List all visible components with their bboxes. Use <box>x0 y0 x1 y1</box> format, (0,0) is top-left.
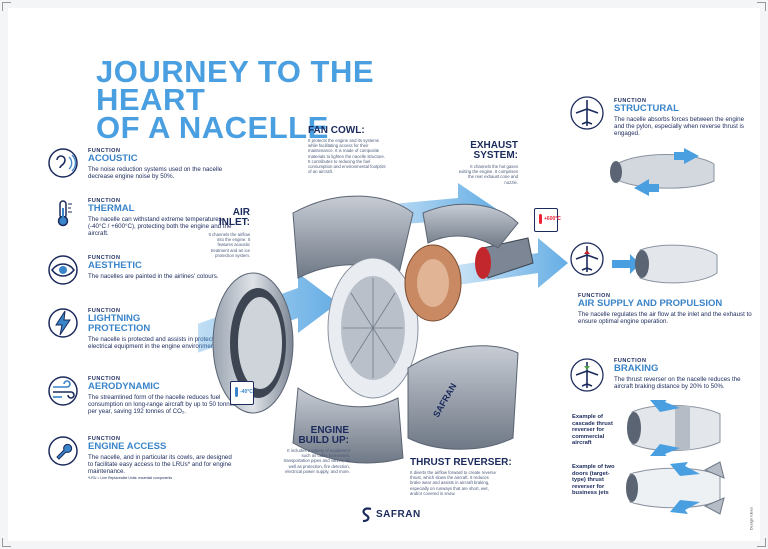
function-desc: The streamlined form of the nacelle redu… <box>88 394 237 415</box>
exhaust-system-title: EXHAUST SYSTEM: <box>470 140 518 161</box>
function-desc: The nacelle regulates the air flow at th… <box>578 311 752 325</box>
crop-mark-top-left <box>2 2 11 11</box>
function-desc: The nacelle is protected and assists in … <box>88 336 222 350</box>
function-label: FUNCTION <box>88 308 121 314</box>
hot-temperature-value: +600°C <box>544 216 561 222</box>
thrust-reverser-upper <box>422 203 519 249</box>
function-name: THERMAL <box>88 203 135 214</box>
function-name: STRUCTURAL <box>614 103 679 114</box>
function-desc: The thrust reverser on the nacelle reduc… <box>614 376 741 390</box>
function-braking: FUNCTION BRAKING The thrust reverser on … <box>614 358 754 390</box>
function-label: FUNCTION <box>578 293 611 299</box>
function-label: FUNCTION <box>88 255 121 261</box>
function-structural: FUNCTION STRUCTURAL The nacelle absorbs … <box>614 98 754 137</box>
thrust-reverser-title: THRUST REVERSER: <box>410 457 512 468</box>
design-credit: Design Idées <box>748 507 753 531</box>
lightning-icon <box>48 308 78 338</box>
title-line-2: OF A NACELLE <box>96 110 329 145</box>
function-name: AESTHETIC <box>88 260 142 271</box>
braking-plane-icon <box>570 358 604 392</box>
function-name: AIR SUPPLY AND PROPULSION <box>578 298 723 309</box>
crop-mark-top-right <box>757 2 766 11</box>
function-name: LIGHTNING PROTECTION <box>88 313 151 334</box>
crop-mark-bottom-left <box>2 538 11 547</box>
ear-icon <box>48 148 78 178</box>
wrench-icon <box>48 436 78 466</box>
air-supply-engine-image <box>612 244 718 284</box>
safran-logo-mark-icon <box>362 507 372 523</box>
cold-temperature-badge: -40°C <box>230 381 254 405</box>
fan-cowl-desc: It protects the engine and its systems w… <box>308 138 386 175</box>
thermometer-icon <box>235 387 238 397</box>
hot-temperature-badge: +600°C <box>534 208 561 232</box>
poster: JOURNEY TO THE HEART OF A NACELLE FUNCTI… <box>8 8 760 541</box>
fan-cowl-title: FAN COWL: <box>308 125 365 136</box>
function-name: ACOUSTIC <box>88 153 138 164</box>
thrust-reverser-desc: It diverts the airflow forward to create… <box>410 470 496 496</box>
function-desc: The noise reduction systems used on the … <box>88 166 223 180</box>
air-supply-plane-icon <box>570 242 604 276</box>
cascade-reverser-caption: Example of cascade thrust reverser for c… <box>572 414 613 446</box>
function-desc: The nacelle absorbs forces between the e… <box>614 116 745 137</box>
engine-build-up-title: ENGINE BUILD UP: <box>298 425 349 446</box>
safran-logo: SAFRAN <box>360 505 430 525</box>
function-label: FUNCTION <box>88 436 121 442</box>
exhaust-system-desc: It channels the hot gases exiting the en… <box>458 164 518 185</box>
cascade-reverser-image <box>627 400 721 456</box>
function-label: FUNCTION <box>614 358 647 364</box>
function-desc: The nacelle can withstand extreme temper… <box>88 216 232 237</box>
thermometer-icon <box>57 200 72 227</box>
structural-plane-icon <box>570 96 604 130</box>
engine-build-up-desc: It includes a variety of equipment such … <box>283 448 350 474</box>
cold-temperature-value: -40°C <box>240 389 253 395</box>
function-name: ENGINE ACCESS <box>88 441 167 452</box>
function-label: FUNCTION <box>88 148 121 154</box>
function-label: FUNCTION <box>88 376 121 382</box>
doors-reverser-image <box>626 461 725 515</box>
function-air-supply-and-propulsion: FUNCTION AIR SUPPLY AND PROPULSION The n… <box>578 293 758 325</box>
fan-cowl-upper <box>292 195 414 279</box>
function-name: BRAKING <box>614 363 659 374</box>
air-inlet-title: AIR INLET: <box>218 207 250 228</box>
crop-mark-bottom-right <box>757 538 766 547</box>
nacelle-exploded-illustration: SAFRAN <box>198 183 568 464</box>
structural-engine-image <box>610 148 715 196</box>
doors-reverser-caption: Example of two doors (target-type) thrus… <box>572 464 615 496</box>
brand-name: SAFRAN <box>376 509 421 520</box>
fan-cowl-lower <box>292 387 404 464</box>
function-label: FUNCTION <box>614 98 647 104</box>
function-label: FUNCTION <box>88 198 121 204</box>
thermometer-icon <box>539 214 542 224</box>
function-name: AERODYNAMIC <box>88 381 160 392</box>
thrust-reverser-lower <box>407 345 519 450</box>
function-footnote: *LRU = Line Replaceable Units: essential… <box>88 476 173 480</box>
wind-icon <box>48 376 78 406</box>
page-title: JOURNEY TO THE HEART OF A NACELLE <box>96 54 456 145</box>
function-desc: The nacelles are painted in the airlines… <box>88 273 219 280</box>
function-desc: The nacelle, and in particular its cowls… <box>88 454 232 475</box>
air-inlet-desc: It channels the airflow into the engine.… <box>208 232 250 258</box>
eye-icon <box>48 255 78 285</box>
title-line-1: JOURNEY TO THE HEART <box>96 54 375 117</box>
